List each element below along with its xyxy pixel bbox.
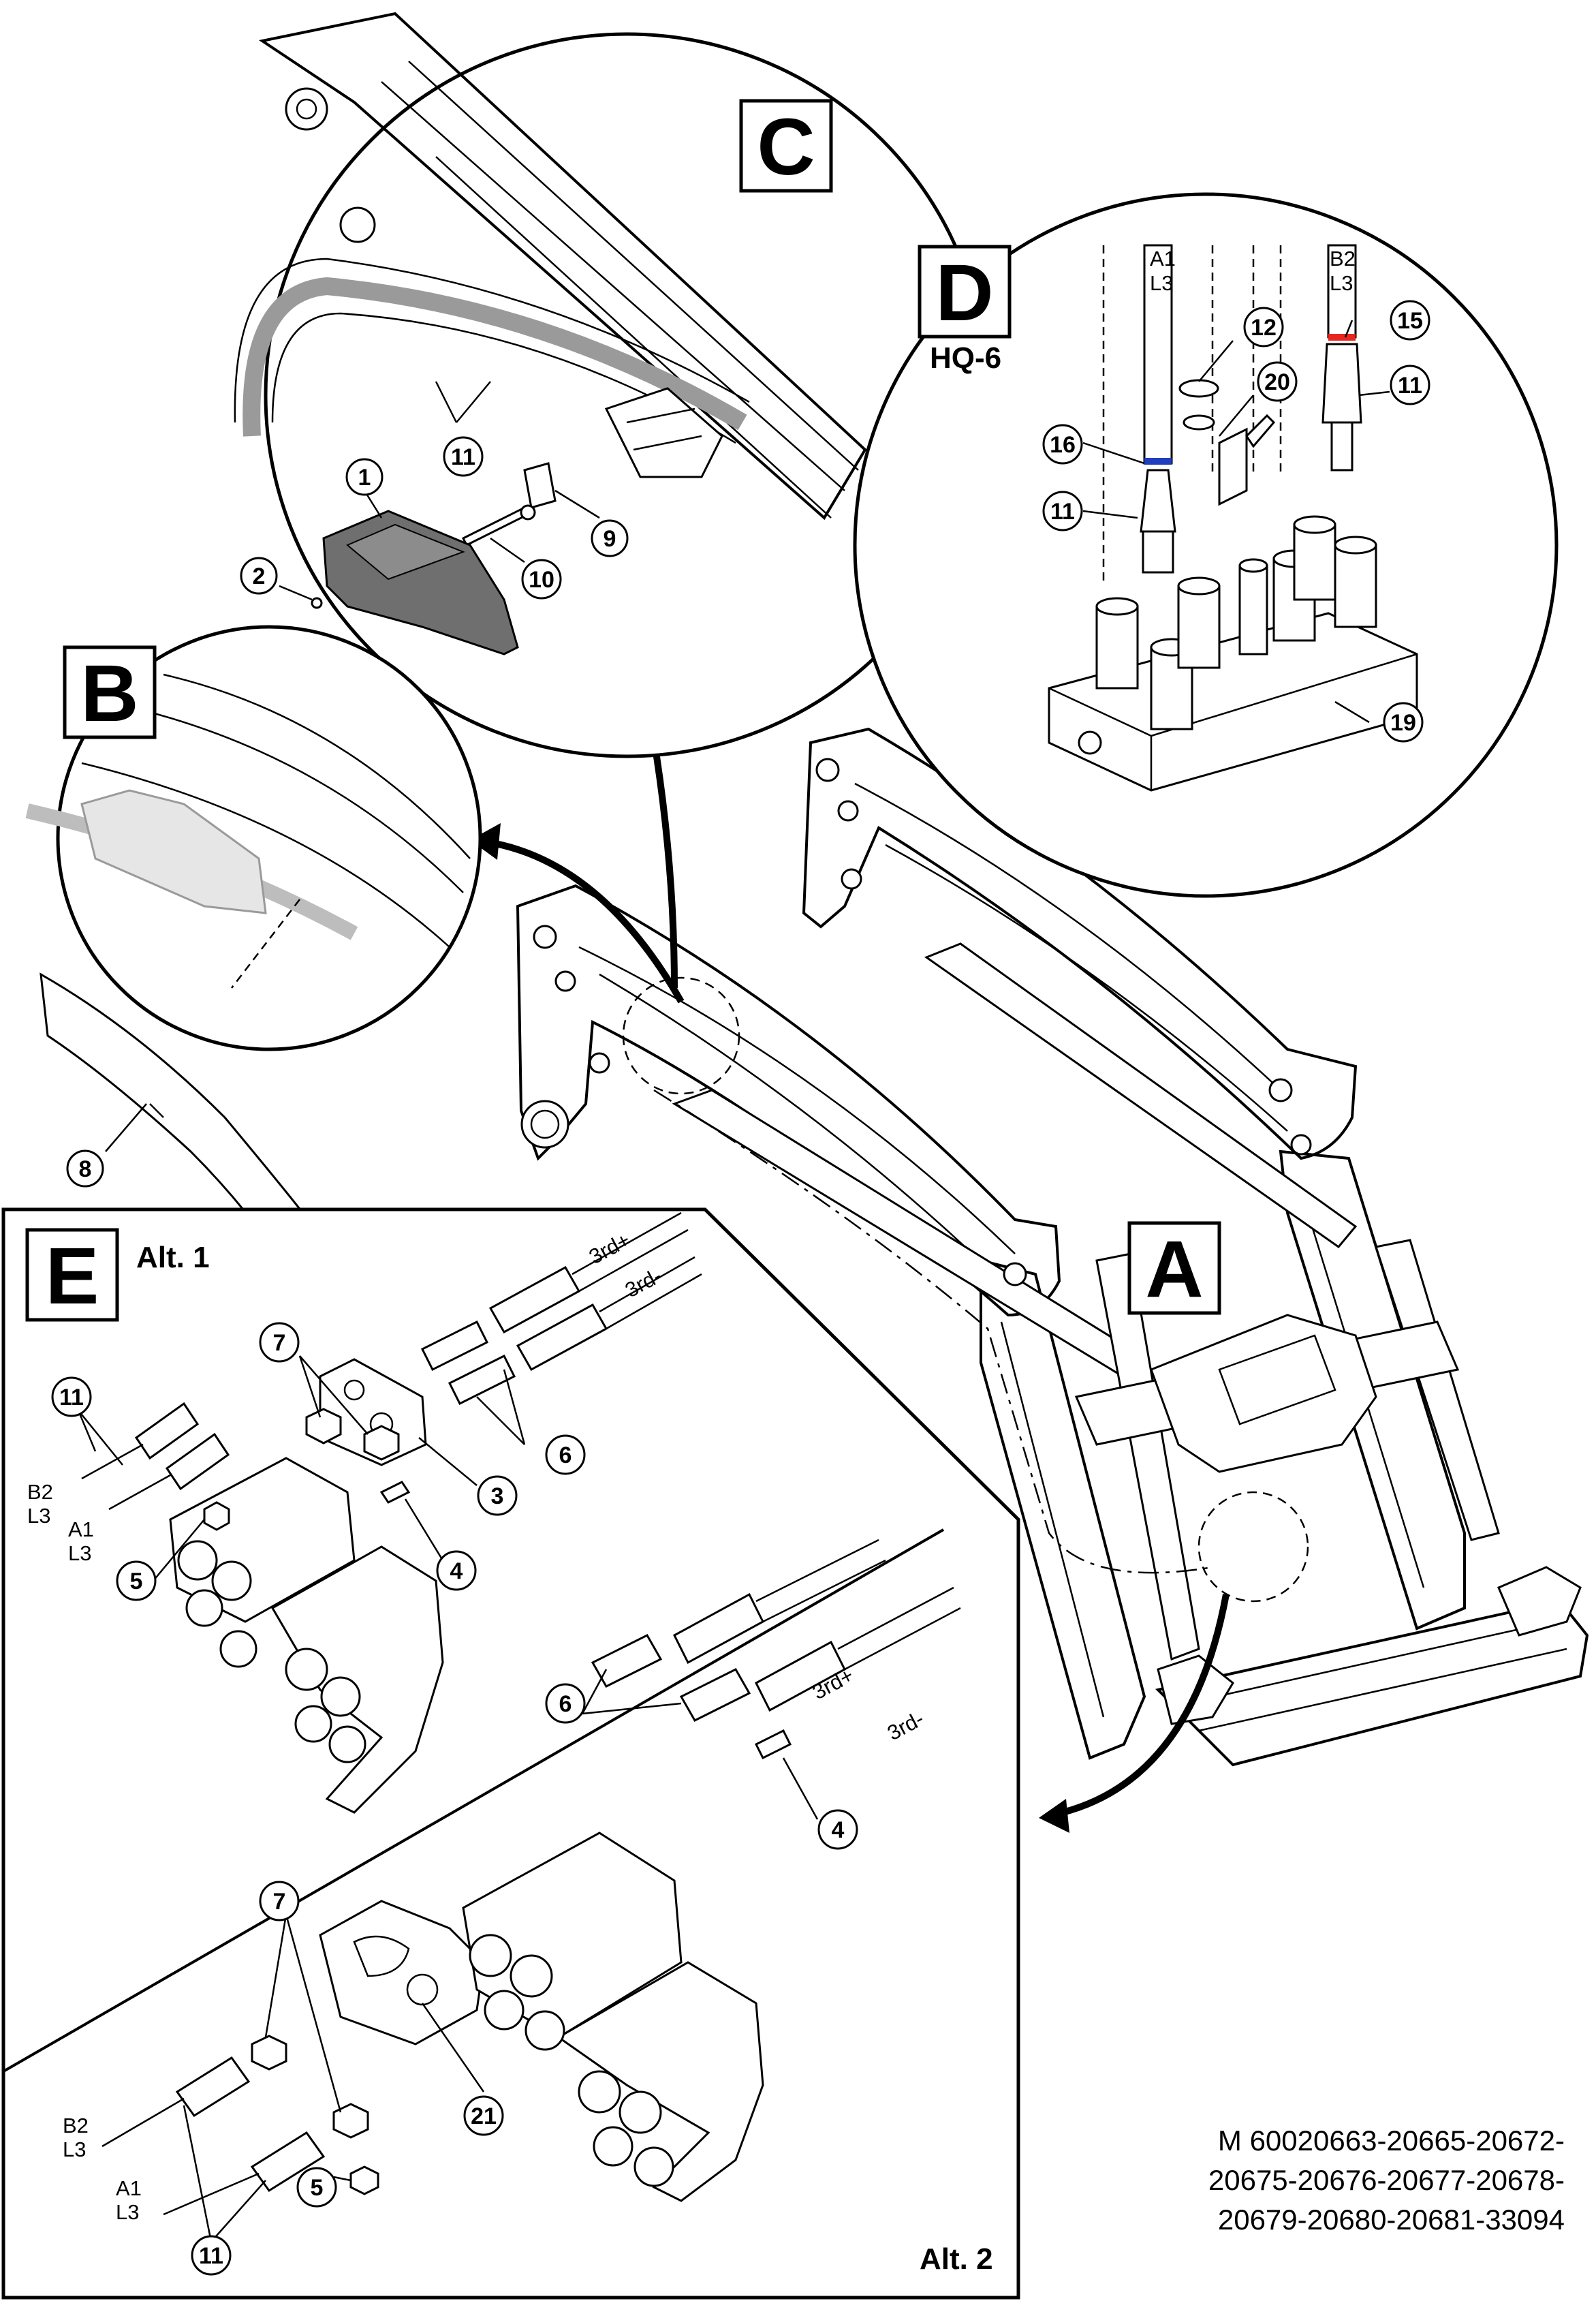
d-hose-a1-label: A1 bbox=[1150, 247, 1176, 271]
callout-5-alt2: 5 bbox=[296, 2167, 337, 2208]
alt-2-assembly: 3rd+ 3rd- B2 L3 A1 L3 6 4 7 21 5 11 bbox=[63, 1539, 961, 2276]
callout-21: 21 bbox=[463, 2095, 504, 2136]
reference-line-1: M 60020663-20665-20672- bbox=[1217, 2125, 1565, 2157]
svg-text:11: 11 bbox=[59, 1385, 84, 1410]
svg-text:1: 1 bbox=[358, 465, 371, 491]
d-hose-b2-l3-label: L3 bbox=[1330, 271, 1353, 295]
detail-c: C 1 2 11 9 10 bbox=[234, 12, 990, 758]
svg-text:9: 9 bbox=[604, 526, 616, 552]
svg-text:6: 6 bbox=[559, 1691, 572, 1717]
d-hose-a1-l3-label: L3 bbox=[1150, 271, 1173, 295]
alt1-a1-label: A1 bbox=[68, 1517, 94, 1541]
detail-arrows bbox=[470, 719, 1230, 1833]
svg-text:3: 3 bbox=[491, 1483, 504, 1509]
svg-text:2: 2 bbox=[253, 563, 266, 589]
svg-text:4: 4 bbox=[832, 1817, 845, 1843]
alt2-a1-label: A1 bbox=[116, 2176, 142, 2200]
alt2-b2-l3-label: L3 bbox=[63, 2137, 86, 2161]
callout-12: 12 bbox=[1243, 307, 1284, 348]
view-d-subtitle: HQ-6 bbox=[930, 341, 1001, 375]
callout-9: 9 bbox=[591, 519, 629, 557]
front-loader-frame bbox=[516, 727, 1589, 1767]
alt1-b2-label: B2 bbox=[27, 1480, 53, 1504]
view-c-label: C bbox=[757, 102, 815, 192]
view-d-label: D bbox=[935, 248, 993, 338]
callout-11-alt1: 11 bbox=[51, 1376, 92, 1417]
drawing-reference: M 60020663-20665-20672- 20675-20676-2067… bbox=[1208, 2121, 1565, 2240]
detail-e: E Alt. 1 Alt. 2 bbox=[1, 1207, 1020, 2300]
detail-b: B 8 bbox=[25, 625, 482, 1269]
svg-text:11: 11 bbox=[451, 444, 475, 470]
callout-7-alt2: 7 bbox=[259, 1881, 300, 1921]
callout-5-alt1: 5 bbox=[116, 1560, 157, 1601]
svg-text:20: 20 bbox=[1264, 369, 1290, 395]
view-e-label: E bbox=[46, 1231, 99, 1321]
svg-text:7: 7 bbox=[273, 1330, 286, 1356]
svg-text:11: 11 bbox=[1050, 499, 1075, 525]
callout-4-alt2: 4 bbox=[817, 1809, 858, 1850]
callout-8: 8 bbox=[66, 1149, 104, 1188]
callout-2: 2 bbox=[240, 557, 278, 595]
callout-6-alt2: 6 bbox=[545, 1683, 586, 1724]
detail-d: A1 L3 B2 L3 D HQ-6 12 20 15 11 16 11 19 bbox=[853, 192, 1559, 898]
alt-2-label: Alt. 2 bbox=[920, 2242, 993, 2276]
d-hose-b2-label: B2 bbox=[1330, 247, 1356, 271]
callout-15: 15 bbox=[1390, 300, 1430, 341]
svg-text:12: 12 bbox=[1251, 315, 1277, 341]
alt-1-assembly: 3rd+ 3rd- B2 L3 A1 L3 7 11 6 3 4 5 bbox=[27, 1211, 702, 1814]
callout-20: 20 bbox=[1257, 361, 1298, 402]
svg-text:6: 6 bbox=[559, 1442, 572, 1468]
callout-16: 16 bbox=[1042, 424, 1083, 465]
svg-text:7: 7 bbox=[273, 1889, 286, 1915]
callout-10: 10 bbox=[521, 559, 562, 600]
alt2-b2-label: B2 bbox=[63, 2114, 89, 2137]
callout-6-alt1: 6 bbox=[545, 1434, 586, 1475]
callout-4-alt1: 4 bbox=[436, 1550, 477, 1591]
alt1-b2-l3-label: L3 bbox=[27, 1504, 50, 1528]
callout-1: 1 bbox=[345, 458, 384, 496]
callout-3: 3 bbox=[477, 1475, 518, 1516]
svg-text:11: 11 bbox=[1398, 373, 1422, 399]
svg-text:5: 5 bbox=[130, 1569, 143, 1594]
svg-text:15: 15 bbox=[1397, 308, 1423, 334]
view-b-label: B bbox=[80, 649, 138, 739]
coupler-set bbox=[1095, 515, 1377, 730]
svg-text:5: 5 bbox=[311, 2175, 324, 2201]
callout-7-alt1: 7 bbox=[259, 1322, 300, 1363]
svg-text:8: 8 bbox=[79, 1156, 92, 1182]
reference-line-2: 20675-20676-20677-20678- bbox=[1208, 2164, 1565, 2196]
svg-text:19: 19 bbox=[1390, 710, 1416, 736]
callout-11-c: 11 bbox=[443, 436, 484, 477]
svg-text:16: 16 bbox=[1050, 432, 1076, 458]
svg-text:21: 21 bbox=[471, 2103, 497, 2129]
callout-19: 19 bbox=[1383, 702, 1424, 743]
reference-line-3: 20679-20680-20681-33094 bbox=[1217, 2204, 1565, 2236]
alt1-a1-l3-label: L3 bbox=[68, 1541, 91, 1565]
view-a-label: A bbox=[1145, 1224, 1203, 1314]
callout-11-d-right: 11 bbox=[1390, 365, 1430, 405]
alt2-a1-l3-label: L3 bbox=[116, 2200, 139, 2224]
svg-text:10: 10 bbox=[529, 567, 554, 593]
svg-text:4: 4 bbox=[450, 1558, 463, 1584]
callout-11-d-left: 11 bbox=[1042, 491, 1083, 531]
svg-text:11: 11 bbox=[199, 2243, 223, 2269]
callout-11-alt2: 11 bbox=[191, 2235, 232, 2276]
alt-1-label: Alt. 1 bbox=[136, 1241, 210, 1274]
